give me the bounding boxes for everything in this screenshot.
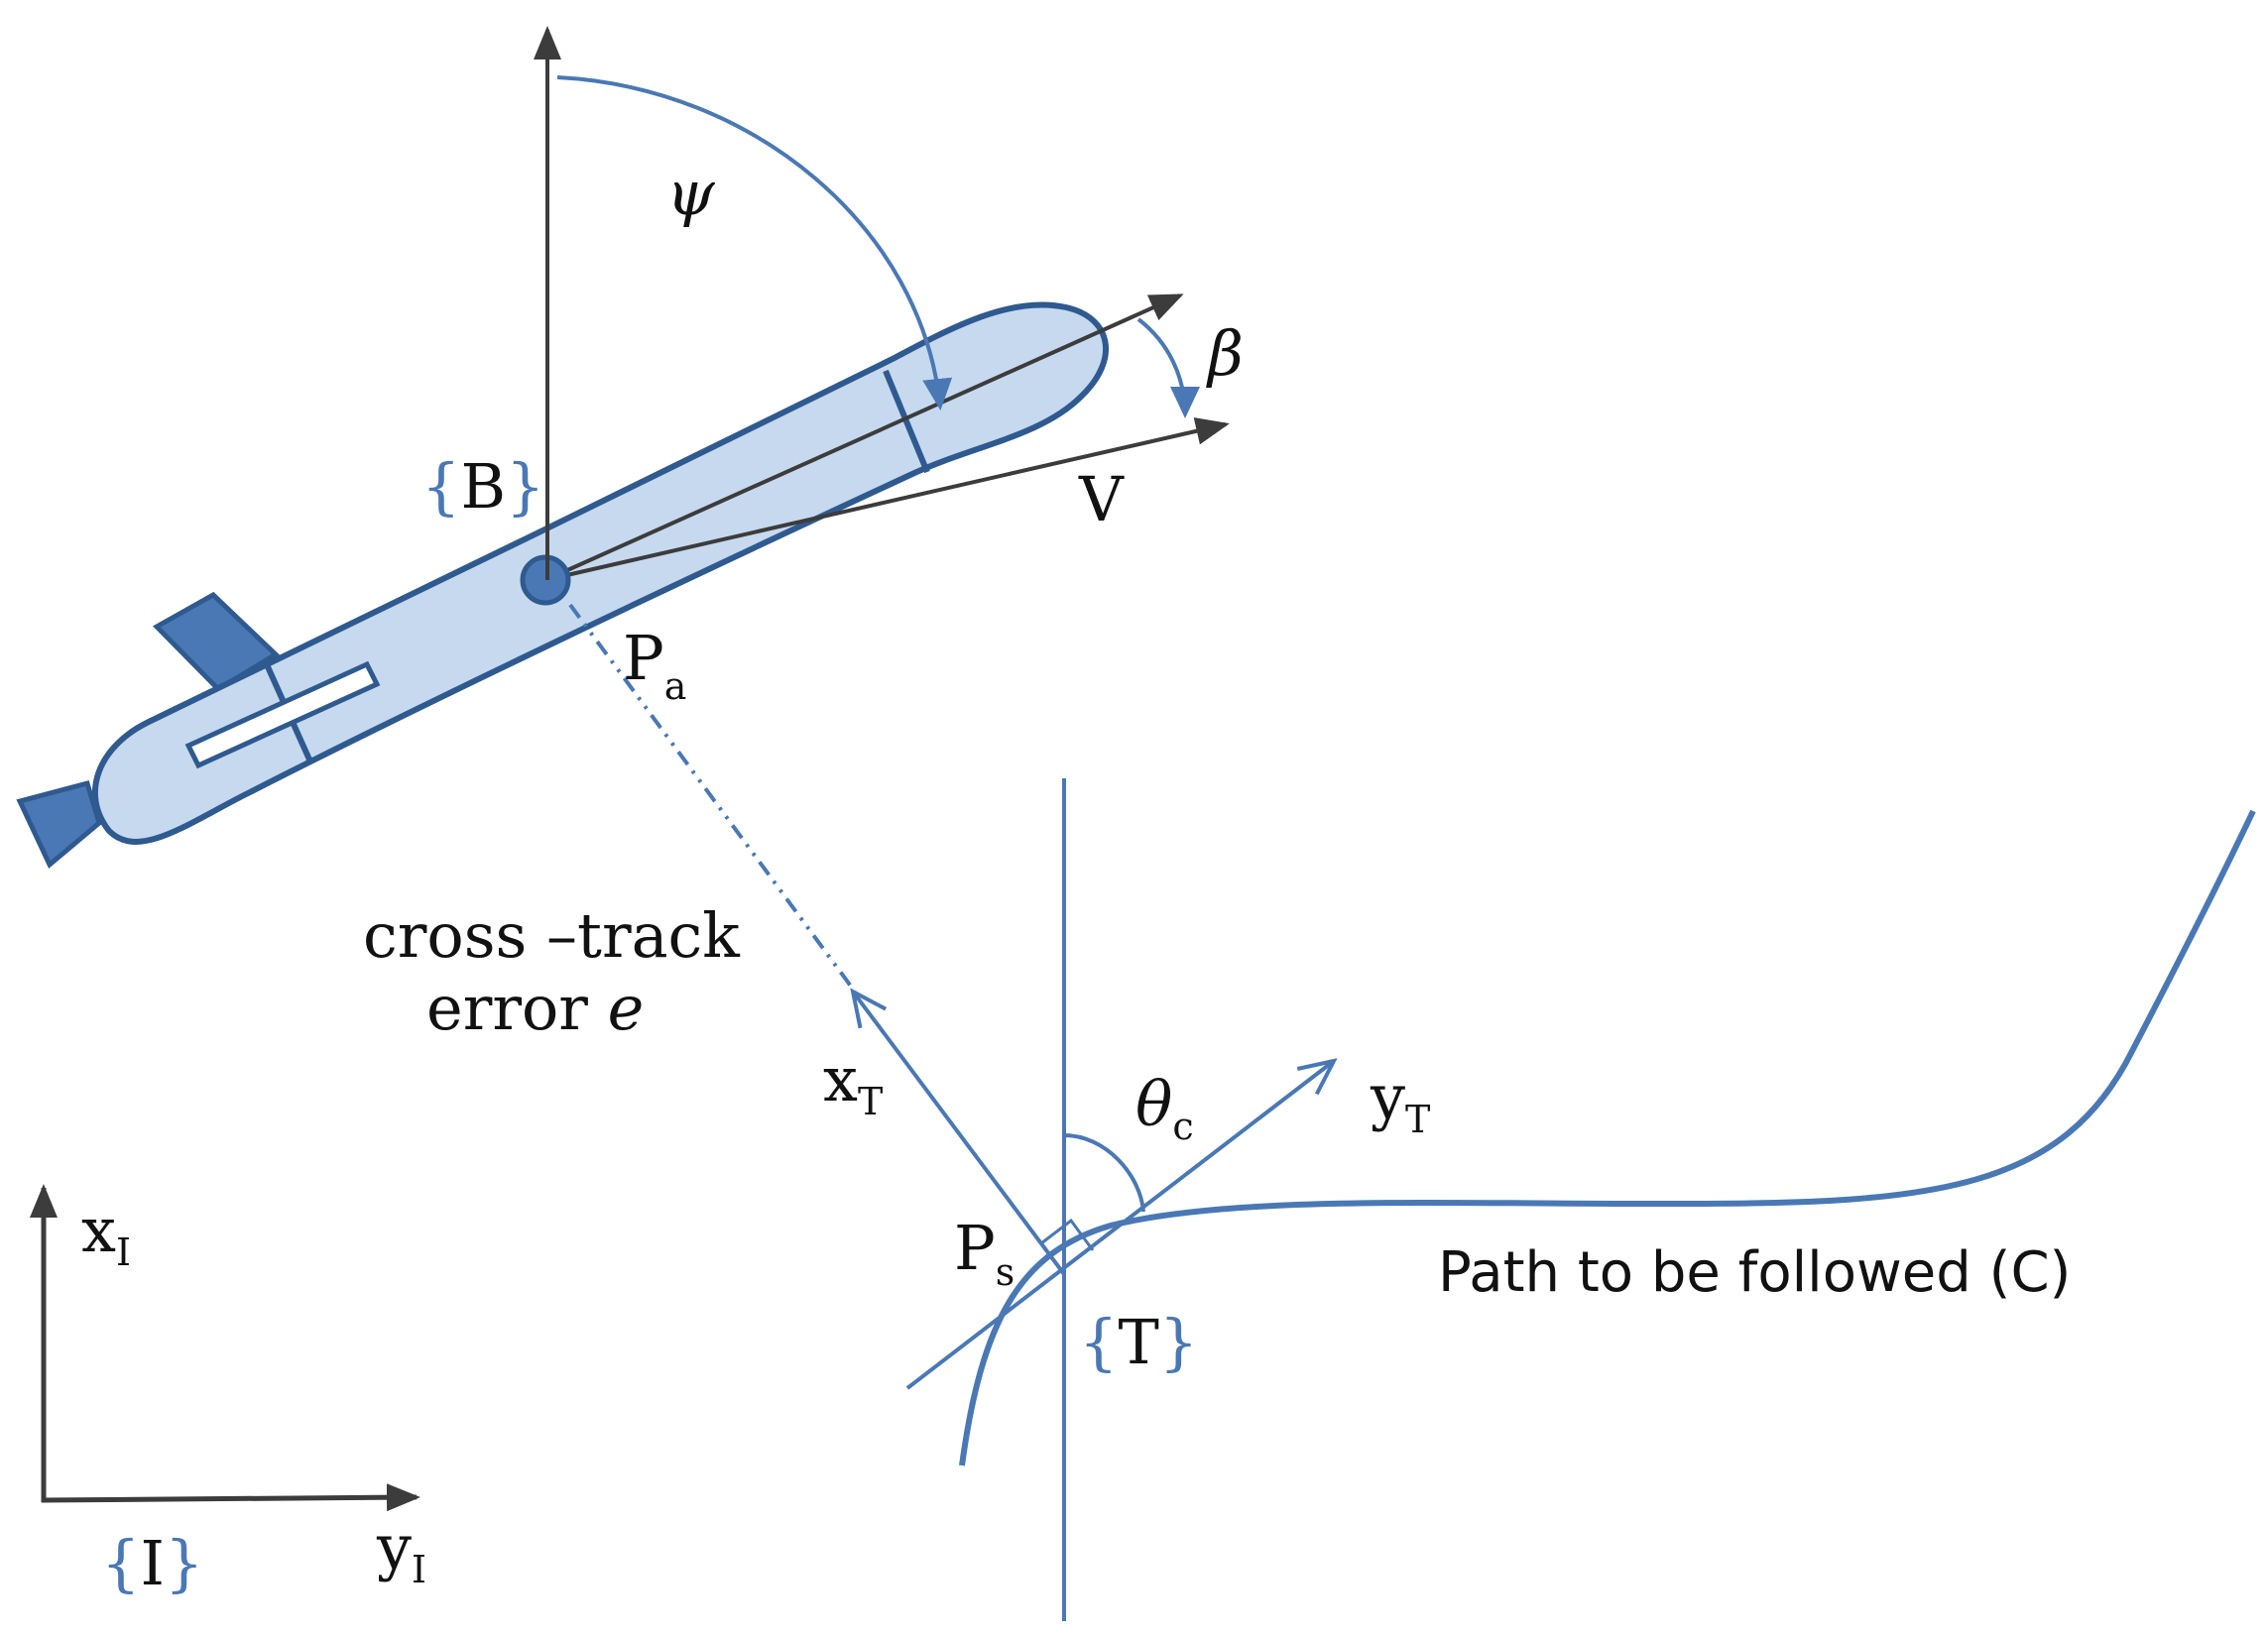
- frame-I-label: {I}: [101, 1527, 203, 1599]
- path-normal-xT-axis: [853, 992, 1066, 1276]
- xT-main: x: [823, 1043, 858, 1115]
- psi-label: ψ: [666, 157, 716, 229]
- brace-open: {: [421, 450, 460, 523]
- beta-label: β: [1206, 317, 1244, 390]
- cross-track-line: [568, 603, 857, 994]
- Ps-label: Ps: [954, 1212, 1015, 1294]
- dorsal-fin: [152, 591, 281, 693]
- frame-T-label: {T}: [1079, 1306, 1198, 1378]
- brace-open: {: [1079, 1306, 1118, 1378]
- psi-angle-arc: [556, 75, 953, 410]
- xT-label: xT: [823, 1043, 883, 1123]
- frame-I-letter: I: [140, 1527, 165, 1599]
- theta-main: θ: [1135, 1068, 1172, 1140]
- xT-sub: T: [858, 1080, 883, 1123]
- theta-sub: c: [1172, 1105, 1193, 1148]
- inertial-y-axis: [41, 1483, 420, 1512]
- xI-main: x: [81, 1194, 116, 1266]
- frame-B-letter: B: [460, 450, 506, 523]
- brace-close: }: [506, 450, 544, 523]
- right-angle-mark: [1040, 1218, 1095, 1251]
- brace-close: }: [165, 1527, 203, 1599]
- velocity-vector: [544, 417, 1230, 582]
- tail-fin: [16, 779, 102, 870]
- yI-main: y: [376, 1511, 412, 1583]
- cross-track-error-word: error: [426, 972, 588, 1044]
- brace-open: {: [101, 1527, 140, 1599]
- frame-T-letter: T: [1118, 1306, 1158, 1378]
- Ps-main: P: [954, 1212, 996, 1284]
- hull: [91, 301, 1109, 845]
- hull-band-front: [883, 369, 930, 474]
- Pa-main: P: [623, 622, 664, 694]
- brace-close: }: [1159, 1306, 1198, 1378]
- frame-B-label: {B}: [421, 450, 544, 523]
- theta-angle-arc: [1063, 1133, 1145, 1213]
- beta-angle-arc: [1136, 317, 1200, 418]
- side-window: [184, 660, 381, 769]
- path-label: Path to be followed (C): [1438, 1240, 2071, 1305]
- yI-label: yI: [376, 1511, 426, 1591]
- xI-label: xI: [81, 1194, 131, 1274]
- xI-sub: I: [116, 1230, 131, 1274]
- yT-main: y: [1370, 1061, 1405, 1133]
- auv-vehicle: [16, 293, 1230, 870]
- cross-track-space: [588, 972, 608, 1044]
- yT-label: yT: [1370, 1061, 1430, 1141]
- theta-c-label: θc: [1135, 1068, 1194, 1148]
- yT-sub: T: [1405, 1098, 1430, 1141]
- yI-sub: I: [412, 1548, 426, 1591]
- path-curve-C: [959, 809, 2256, 1466]
- body-x-axis: [544, 293, 1184, 582]
- cross-track-e-symbol: e: [608, 972, 645, 1044]
- cross-track-label-line2: error e: [426, 972, 644, 1044]
- Ps-sub: s: [996, 1250, 1015, 1294]
- velocity-label: V: [1078, 463, 1125, 535]
- Pa-sub: a: [664, 664, 687, 708]
- cross-track-label-line1: cross –track: [363, 899, 740, 972]
- Pa-label: Pa: [623, 622, 686, 708]
